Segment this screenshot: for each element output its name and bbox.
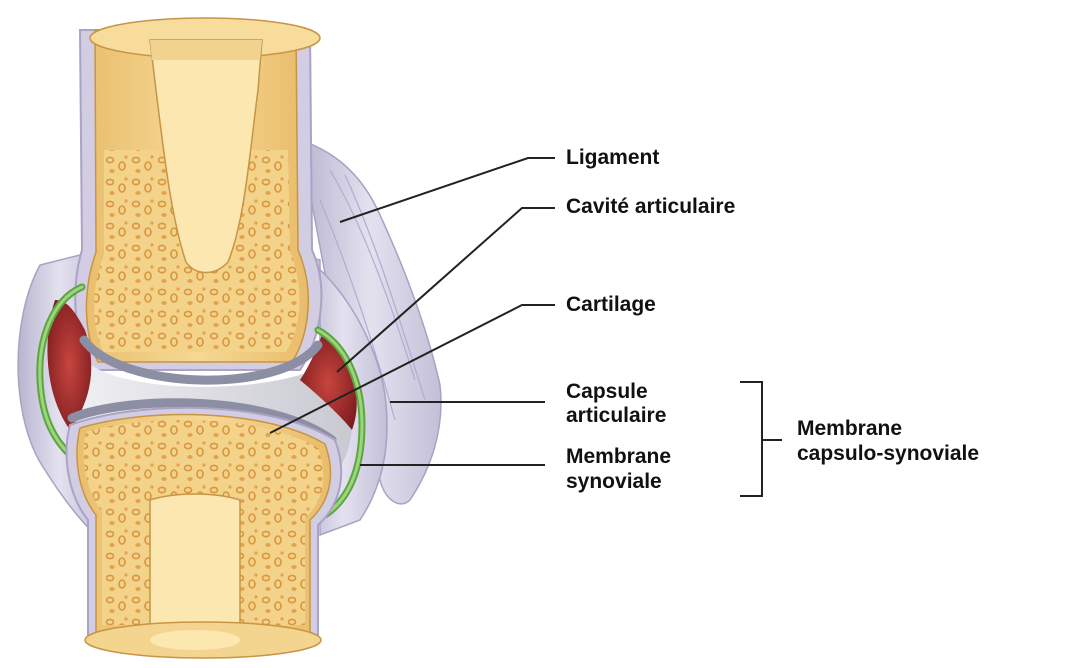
label-group-line2: capsulo-synoviale bbox=[797, 442, 979, 465]
label-synoviale-line1: Membrane bbox=[566, 445, 671, 468]
upper-bone bbox=[75, 18, 321, 370]
label-group-line1: Membrane bbox=[797, 417, 902, 440]
lower-bone bbox=[67, 408, 342, 658]
label-cavite-articulaire: Cavité articulaire bbox=[566, 195, 735, 218]
label-synoviale-line2: synoviale bbox=[566, 470, 662, 493]
label-capsule-line1: Capsule bbox=[566, 380, 648, 403]
label-cartilage: Cartilage bbox=[566, 293, 656, 316]
group-bracket bbox=[740, 382, 782, 496]
label-capsule-line2: articulaire bbox=[566, 404, 666, 427]
label-ligament: Ligament bbox=[566, 146, 659, 169]
